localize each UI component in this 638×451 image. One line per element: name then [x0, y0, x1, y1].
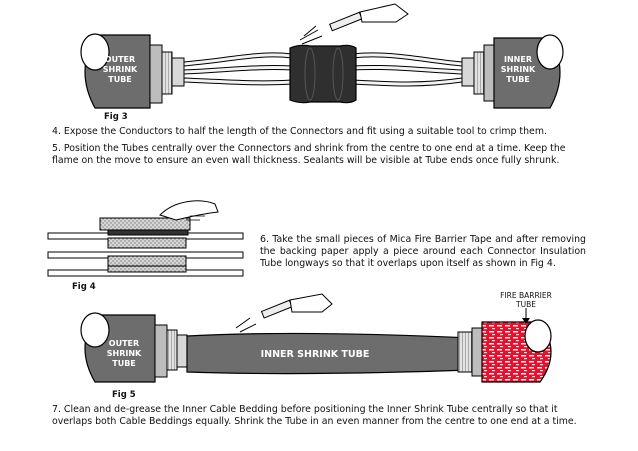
- step-7-text: 7. Clean and de-grease the Inner Cable B…: [52, 404, 577, 427]
- fig3-outer-label-1: OUTER: [105, 55, 135, 64]
- fig3-inner-tube: [461, 34, 564, 109]
- fig5-outer-label-3: TUBE: [112, 359, 136, 368]
- step-4-text: 4. Expose the Conductors to half the len…: [52, 126, 547, 137]
- fig5-outer-tube: [80, 312, 188, 383]
- fig5-torch-icon: [235, 293, 333, 333]
- fire-barrier-label-1: FIRE BARRIER: [500, 291, 552, 300]
- fig3-outer-label-3: TUBE: [108, 75, 132, 84]
- step-6-text: 6. Take the small pieces of Mica Fire Ba…: [260, 234, 586, 269]
- fig5-right-connector: [457, 327, 483, 377]
- fig5-caption: Fig 5: [112, 390, 136, 400]
- fire-barrier-arrow: [522, 308, 530, 324]
- fig3-center-sleeve: [289, 44, 357, 104]
- fig5-outer-label-1: OUTER: [109, 339, 139, 348]
- fig5-inner-shrink-tube-label: INNER SHRINK TUBE: [261, 349, 370, 360]
- fig3-outer-label-2: SHRINK: [103, 65, 138, 74]
- fire-barrier-tube: [481, 319, 552, 383]
- fire-barrier-label-2: TUBE: [515, 300, 536, 309]
- fig3-caption: Fig 3: [104, 112, 128, 122]
- fig3-inner-label-2: SHRINK: [501, 65, 536, 74]
- fig3-inner-label-1: INNER: [504, 55, 532, 64]
- fig5-outer-label-2: SHRINK: [107, 349, 142, 358]
- fig4-caption: Fig 4: [72, 282, 96, 292]
- fig3-inner-label-3: TUBE: [506, 75, 530, 84]
- fig4-illustration: [47, 200, 244, 277]
- fig3-torch-icon: [299, 3, 409, 45]
- step-5-text: 5. Position the Tubes centrally over the…: [52, 143, 566, 166]
